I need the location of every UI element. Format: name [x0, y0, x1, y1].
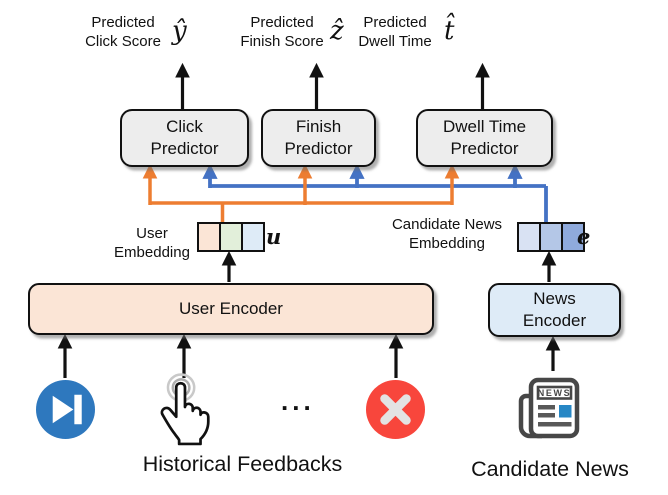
output-label-click-line1: Predicted — [91, 14, 155, 31]
news-embedding-label: Candidate News Embedding — [383, 215, 511, 253]
output-label-click: Predicted Click Score — [68, 13, 178, 51]
click-hand-glyph — [160, 373, 210, 446]
historical-feedbacks-label: Historical Feedbacks — [142, 452, 343, 476]
user-embedding-label-line2: Embedding — [114, 244, 190, 262]
news-embedding-label-line2: Embedding — [409, 235, 485, 253]
output-symbol-finish: ẑ — [330, 16, 344, 46]
skip-play-glyph — [52, 394, 82, 425]
user-embedding-cell — [240, 222, 265, 252]
dwell-time-predictor-line2: Predictor — [450, 139, 519, 158]
dismiss-x-icon — [366, 380, 425, 439]
output-symbol-dwell: t̂ — [444, 16, 455, 46]
user-embedding-cell — [218, 222, 243, 252]
dismiss-x-glyph — [380, 394, 411, 425]
news-encoder-box: News Encoder — [488, 283, 621, 337]
output-label-dwell-line2: Dwell Time — [358, 33, 432, 51]
output-label-dwell: Predicted Dwell Time — [340, 13, 450, 51]
user-encoder-box: User Encoder — [28, 283, 434, 335]
user-embedding-label-line1: User — [136, 225, 168, 242]
skip-play-icon — [36, 380, 95, 439]
news-embedding-vector — [517, 222, 585, 252]
user-encoder-label: User Encoder — [179, 298, 283, 318]
finish-predictor-line2: Predictor — [284, 139, 353, 158]
output-label-click-line2: Click Score — [85, 33, 161, 51]
click-predictor-box: Click Predictor — [120, 109, 249, 167]
news-encoder-label-line2: Encoder — [522, 311, 587, 330]
dwell-time-predictor-line1: Dwell Time — [442, 116, 527, 136]
output-label-dwell-line1: Predicted — [363, 14, 427, 31]
candidate-news-label: Candidate News — [471, 457, 629, 481]
output-label-finish-line2: Finish Score — [240, 33, 324, 51]
output-label-finish-line1: Predicted — [250, 14, 314, 31]
output-label-finish: Predicted Finish Score — [227, 13, 337, 51]
click-predictor-line1: Click — [166, 116, 203, 136]
click-predictor-line2: Predictor — [150, 139, 219, 158]
newspaper-news-text: NEWS — [538, 388, 571, 398]
user-embedding-label: User Embedding — [100, 224, 204, 262]
finish-predictor-line1: Finish — [295, 116, 342, 136]
newspaper-icon: NEWS — [514, 372, 592, 448]
news-embedding-cell — [517, 222, 541, 252]
news-embedding-cell — [560, 222, 585, 252]
finish-predictor-box: Finish Predictor — [261, 109, 376, 167]
user-embedding-cell — [197, 222, 221, 252]
user-embedding-vector — [197, 222, 265, 252]
dwell-time-predictor-box: Dwell Time Predictor — [416, 109, 553, 167]
newspaper-glyph: NEWS — [518, 377, 580, 439]
news-embedding-cell — [538, 222, 563, 252]
output-symbol-click: ŷ — [172, 16, 187, 46]
user-embedding-symbol: u — [266, 224, 282, 249]
click-hand-icon — [150, 370, 218, 446]
news-embedding-symbol: e — [577, 224, 591, 249]
news-embedding-label-line1: Candidate News — [391, 216, 503, 233]
news-encoder-label-line1: News — [533, 288, 576, 308]
ellipsis: ... — [281, 386, 315, 416]
